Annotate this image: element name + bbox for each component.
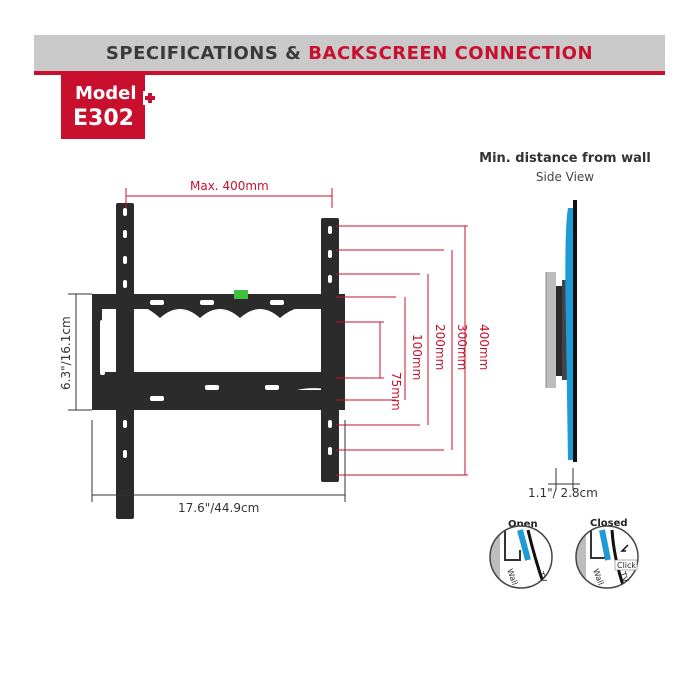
- wall-distance-label: 1.1"/ 2.8cm: [528, 486, 598, 500]
- arm-slots: [100, 208, 332, 458]
- vesa-400-label: 400mm: [477, 324, 491, 370]
- side-view-wall: [545, 272, 556, 388]
- model-number: E302: [73, 106, 134, 131]
- open-lock-diagram: [489, 525, 553, 589]
- vesa-200-label: 200mm: [433, 324, 447, 370]
- wall-bracket: [92, 203, 345, 519]
- side-view-bracket: [556, 280, 568, 380]
- page-header: SPECIFICATIONS & BACKSCREEN CONNECTION: [34, 35, 665, 75]
- open-label: Open: [508, 519, 538, 530]
- open-tv-label: TV: [536, 570, 549, 584]
- closed-tv-label: TV: [618, 570, 631, 584]
- spirit-level-icon: [234, 290, 248, 299]
- side-view-tv: [565, 200, 577, 462]
- wall-distance-dimension: [548, 468, 580, 490]
- header-title-part1: SPECIFICATIONS &: [105, 42, 302, 64]
- vesa-75-label: 75mm: [389, 372, 403, 411]
- side-view-subtitle: Side View: [535, 170, 595, 184]
- width-dimension: [91, 420, 346, 502]
- header-title-part2: BACKSCREEN CONNECTION: [308, 42, 594, 64]
- closed-label: Closed: [590, 518, 628, 529]
- height-dimension: [68, 293, 92, 411]
- click-label: Click: [617, 561, 636, 570]
- max-width-label: Max. 400mm: [190, 179, 269, 193]
- vesa-100-label: 100mm: [410, 334, 424, 380]
- height-label: 6.3"/16.1cm: [59, 316, 73, 390]
- model-badge: Model E302: [61, 75, 145, 139]
- vesa-300-label: 300mm: [455, 324, 469, 370]
- closed-lock-diagram: [575, 525, 639, 589]
- max-width-dimension: [125, 188, 333, 208]
- vesa-dimension-lines: [336, 225, 468, 476]
- side-view-title: Min. distance from wall: [479, 151, 651, 166]
- model-label: Model: [75, 83, 137, 104]
- width-label: 17.6"/44.9cm: [178, 501, 259, 515]
